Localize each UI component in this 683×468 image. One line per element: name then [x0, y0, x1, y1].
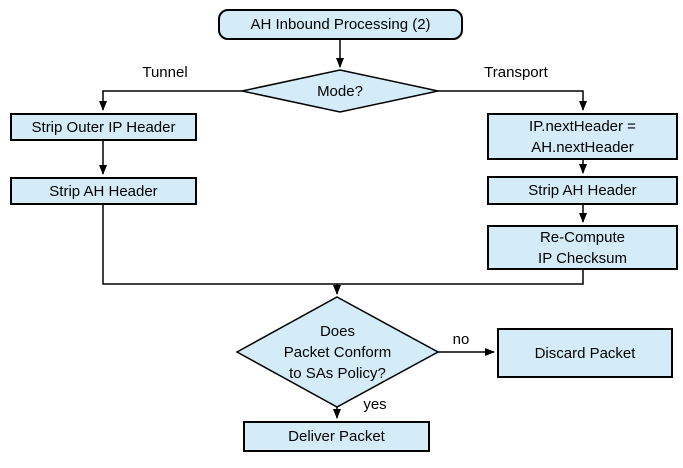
- node-strip-outer-ip-label: Strip Outer IP Header: [31, 118, 176, 136]
- node-strip-ah-tunnel-label: Strip AH Header: [49, 182, 158, 200]
- edge-mode-to-strip-outer: [99, 90, 242, 111]
- node-start-label: AH Inbound Processing (2): [250, 16, 431, 33]
- mode-decision-shape: [241, 69, 439, 113]
- node-deliver-packet: Deliver Packet: [243, 421, 430, 452]
- edge-label-tunnel: Tunnel: [142, 64, 188, 81]
- node-strip-ah-tunnel: Strip AH Header: [10, 177, 197, 205]
- edge-label-transport: Transport: [484, 64, 548, 81]
- edge-label-yes: yes: [363, 396, 387, 413]
- edge-branch-merge: [102, 205, 584, 285]
- edge-label-no: no: [452, 331, 470, 348]
- node-recompute-checksum-label: Re-Compute IP Checksum: [538, 228, 627, 267]
- node-strip-ah-transport-label: Strip AH Header: [528, 182, 637, 199]
- edge-mode-to-ipnextheader: [438, 90, 587, 111]
- node-start: AH Inbound Processing (2): [218, 9, 463, 40]
- node-deliver-packet-label: Deliver Packet: [288, 428, 385, 445]
- node-strip-ah-transport: Strip AH Header: [487, 176, 678, 205]
- node-discard-packet-label: Discard Packet: [534, 344, 636, 362]
- node-strip-outer-ip: Strip Outer IP Header: [10, 113, 197, 141]
- policy-decision-shape: [235, 296, 440, 408]
- node-ip-next-header-label: IP.nextHeader = AH.nextHeader: [529, 117, 636, 156]
- node-recompute-checksum: Re-Compute IP Checksum: [487, 225, 678, 270]
- node-discard-packet: Discard Packet: [497, 328, 673, 378]
- node-ip-next-header: IP.nextHeader = AH.nextHeader: [487, 113, 678, 160]
